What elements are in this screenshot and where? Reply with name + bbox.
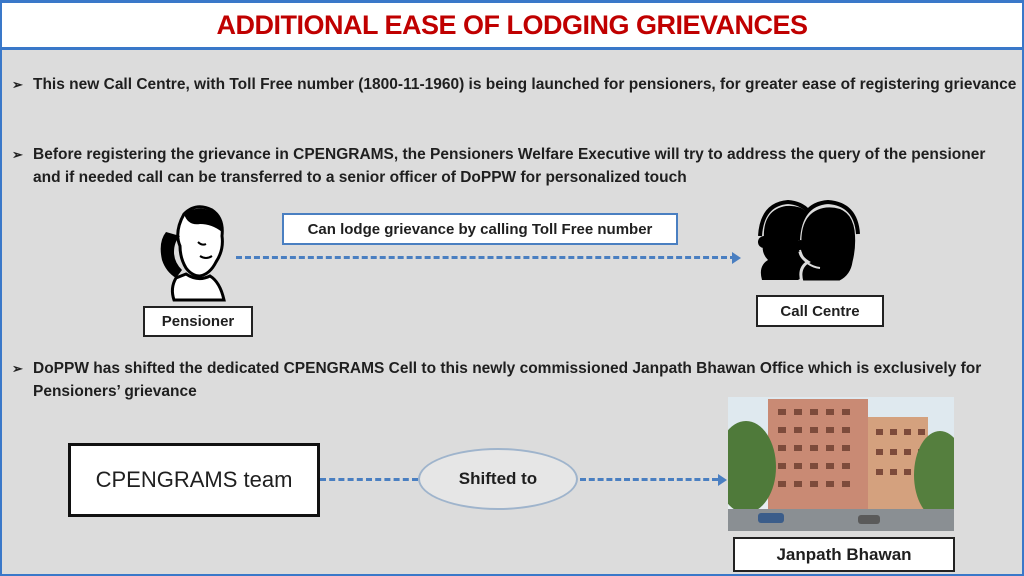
call-arrow-line: [236, 256, 736, 259]
bullet-text: Before registering the grievance in CPEN…: [33, 146, 986, 186]
bullet-text: DoPPW has shifted the dedicated CPENGRAM…: [33, 360, 982, 400]
janpath-bhawan-label-box: Janpath Bhawan: [733, 537, 955, 572]
cpengrams-team-label: CPENGRAMS team: [95, 467, 293, 492]
bullet-arrow-icon: ➢: [12, 77, 23, 92]
shift-arrow-line-left: [320, 478, 418, 481]
bullet-toll-free: ➢ This new Call Centre, with Toll Free n…: [12, 73, 1017, 96]
call-arrowhead-icon: [732, 252, 741, 264]
shifted-to-label: Shifted to: [458, 469, 538, 488]
shift-arrow-line-right: [580, 478, 718, 481]
bullet-arrow-icon: ➢: [12, 147, 23, 162]
arrow-caption: Can lodge grievance by calling Toll Free…: [307, 220, 653, 238]
arrow-caption-box: Can lodge grievance by calling Toll Free…: [282, 213, 678, 245]
janpath-bhawan-label: Janpath Bhawan: [776, 544, 912, 564]
cpengrams-team-box: CPENGRAMS team: [68, 443, 320, 517]
bullet-arrow-icon: ➢: [12, 361, 23, 376]
shifted-to-oval: Shifted to: [418, 448, 578, 510]
bullet-text: This new Call Centre, with Toll Free num…: [33, 76, 1017, 93]
pensioner-label-box: Pensioner: [143, 306, 253, 337]
title-bar: ADDITIONAL EASE OF LODGING GRIEVANCES: [2, 0, 1022, 50]
shift-arrowhead-icon: [718, 474, 727, 486]
headset-agents-icon: [758, 200, 860, 284]
telephone-person-icon: [160, 205, 226, 302]
pensioner-label: Pensioner: [161, 313, 235, 330]
call-centre-label-box: Call Centre: [756, 295, 884, 327]
page-title: ADDITIONAL EASE OF LODGING GRIEVANCES: [216, 9, 808, 40]
call-centre-label: Call Centre: [780, 302, 860, 320]
bullet-janpath-bhawan: ➢ DoPPW has shifted the dedicated CPENGR…: [12, 357, 1017, 403]
building-photo: [728, 397, 954, 531]
bullet-welfare-executive: ➢ Before registering the grievance in CP…: [12, 143, 1017, 189]
